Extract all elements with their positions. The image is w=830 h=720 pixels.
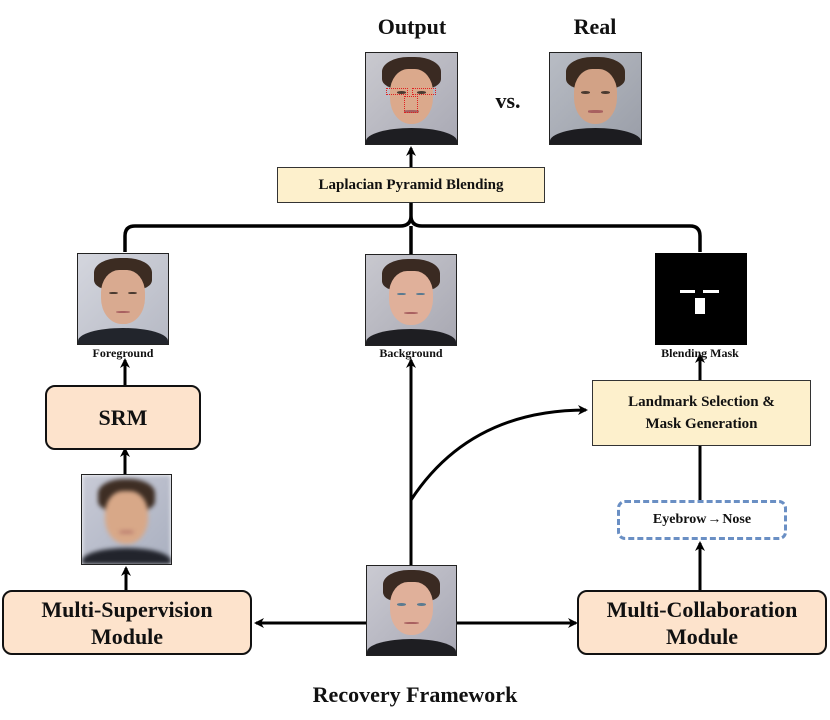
real-face-image: [549, 52, 642, 145]
arrow-input-to-landmark: [409, 405, 588, 501]
srm-label: SRM: [98, 405, 148, 430]
landmark-label-line2: Mask Generation: [645, 416, 758, 432]
bracket-line: [123, 202, 702, 252]
multi-supervision-module-box: Multi-Supervision Module: [2, 590, 252, 655]
eyebrow-left-highlight: [386, 87, 409, 96]
foreground-caption: Foreground: [92, 346, 154, 360]
blending-mask-caption: Blending Mask: [661, 346, 739, 360]
multi-collaboration-label-line1: Multi-Collaboration: [606, 596, 798, 622]
nose-highlight: [404, 95, 419, 114]
real-title: Real: [573, 14, 617, 39]
figure-caption: Recovery Framework: [312, 682, 518, 707]
landmark-label-line1: Landmark Selection &: [628, 394, 775, 410]
input-face-image: [366, 565, 457, 656]
landmark-selection-box: Landmark Selection & Mask Generation: [592, 380, 811, 446]
eyebrow-right-highlight: [411, 87, 437, 96]
coarse-face-image: [81, 474, 172, 565]
multi-supervision-label-line2: Module: [90, 623, 164, 649]
foreground-face-image: [77, 253, 169, 345]
multi-collaboration-module-box: Multi-Collaboration Module: [577, 590, 827, 655]
eyebrow-label: Eyebrow: [652, 512, 707, 527]
background-face-image: [365, 254, 457, 346]
multi-supervision-label-line1: Multi-Supervision: [41, 596, 213, 622]
eyebrow-nose-region-box: Eyebrow → Nose: [617, 500, 787, 540]
vs-label: vs.: [495, 88, 521, 113]
blending-mask-image: [655, 253, 747, 345]
background-caption: Background: [379, 346, 443, 360]
output-title: Output: [377, 14, 447, 39]
output-face-image: [365, 52, 458, 145]
laplacian-label: Laplacian Pyramid Blending: [318, 177, 504, 193]
right-arrow-icon: →: [707, 512, 722, 527]
laplacian-pyramid-blending-box: Laplacian Pyramid Blending: [277, 167, 545, 203]
nose-label: Nose: [722, 512, 752, 527]
multi-collaboration-label-line2: Module: [665, 623, 739, 649]
srm-box: SRM: [45, 385, 201, 450]
